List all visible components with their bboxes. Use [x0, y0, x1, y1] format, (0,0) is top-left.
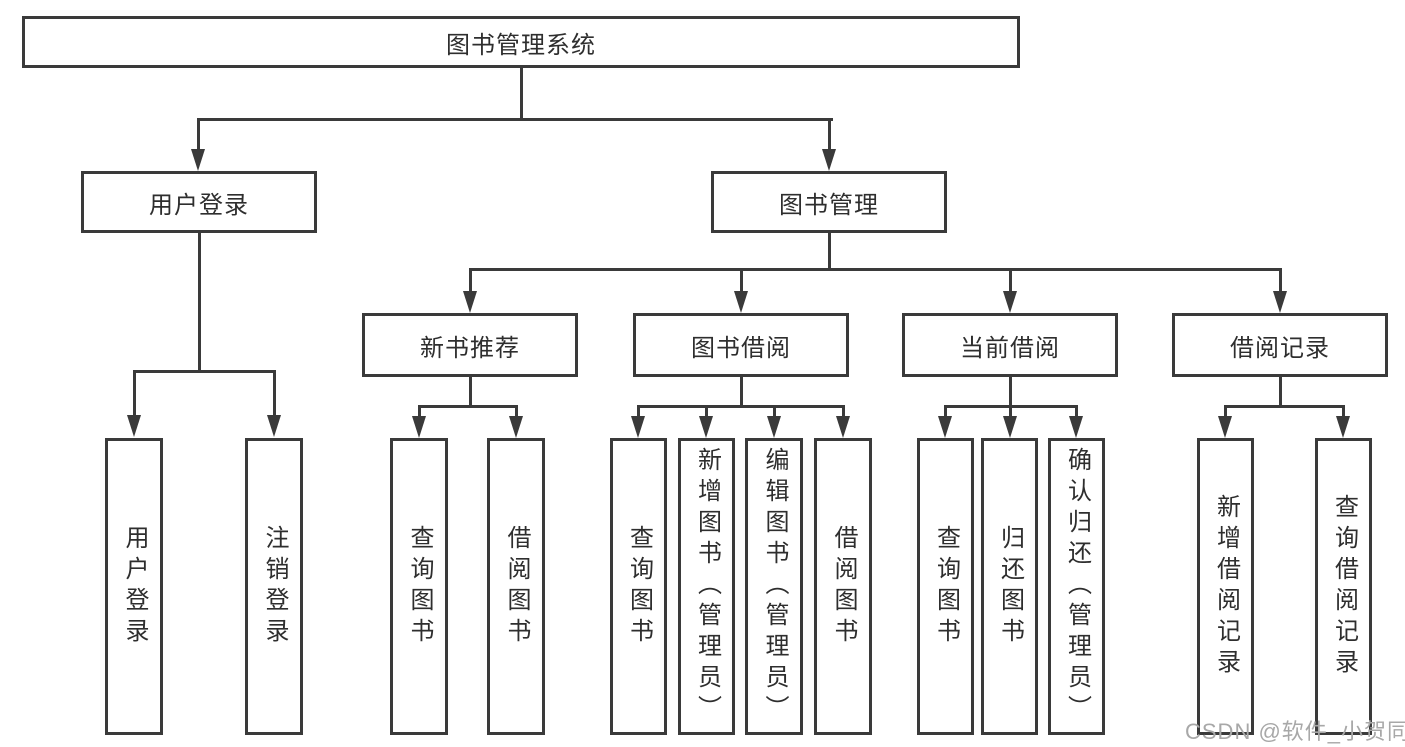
- leaf-borrow-add-label: 新增图书（管理员）: [693, 447, 721, 726]
- leaf-records-add: 新增借阅记录: [1197, 438, 1254, 735]
- connector-drop-borrow-query: [637, 405, 640, 419]
- leaf-current-confirm-label: 确认归还（管理员）: [1063, 447, 1091, 726]
- node-root: 图书管理系统: [22, 16, 1020, 68]
- node-borrow-records: 借阅记录: [1172, 313, 1388, 377]
- arrowhead-borrow-edit: [767, 416, 781, 438]
- leaf-newbooks-borrow: 借阅图书: [487, 438, 545, 735]
- connector-new-books-spread: [418, 405, 518, 408]
- leaf-borrow-edit-label: 编辑图书（管理员）: [761, 447, 788, 726]
- connector-user-login-stem: [198, 233, 201, 373]
- connector-current-borrow-stem: [1009, 377, 1012, 408]
- connector-user-login-spread: [133, 370, 275, 373]
- connector-drop-book-borrow: [740, 268, 743, 294]
- leaf-borrow-query-label: 查询图书: [625, 524, 653, 649]
- arrowhead-book-mgmt: [822, 149, 836, 171]
- arrowhead-borrow-records: [1273, 291, 1287, 313]
- leaf-current-return-label: 归还图书: [996, 524, 1024, 649]
- connector-borrow-records-spread: [1224, 405, 1344, 408]
- leaf-borrow-add: 新增图书（管理员）: [678, 438, 735, 735]
- leaf-records-query: 查询借阅记录: [1315, 438, 1372, 735]
- connector-root-spread: [197, 118, 833, 121]
- arrowhead-current-query: [938, 416, 952, 438]
- leaf-logout: 注销登录: [245, 438, 303, 735]
- node-book-borrow: 图书借阅: [633, 313, 849, 377]
- connector-book-borrow-spread: [637, 405, 844, 408]
- arrowhead-leaf-logout: [267, 415, 281, 437]
- connector-drop-current-return: [1009, 405, 1012, 419]
- arrowhead-current-borrow: [1003, 291, 1017, 313]
- arrowhead-leaf-user-login: [127, 415, 141, 437]
- connector-drop-borrow-add: [705, 405, 708, 419]
- connector-drop-new-books: [469, 268, 472, 294]
- leaf-user-login-label: 用户登录: [121, 524, 148, 649]
- csdn-watermark: CSDN @软件_小贺同学: [1185, 719, 1405, 744]
- connector-drop-book-mgmt: [828, 118, 831, 152]
- leaf-current-confirm: 确认归还（管理员）: [1048, 438, 1105, 735]
- node-root-label: 图书管理系统: [446, 31, 596, 59]
- connector-drop-records-add: [1224, 405, 1227, 419]
- connector-drop-user-login: [197, 118, 200, 152]
- node-book-borrow-label: 图书借阅: [691, 334, 791, 362]
- leaf-logout-label: 注销登录: [261, 524, 288, 649]
- connector-drop-newbooks-borrow: [515, 405, 518, 419]
- node-user-login: 用户登录: [81, 171, 317, 233]
- connector-drop-records-query: [1342, 405, 1345, 419]
- leaf-borrow-borrow-label: 借阅图书: [830, 524, 857, 649]
- connector-book-borrow-stem: [740, 377, 743, 408]
- connector-drop-borrow-records: [1279, 268, 1282, 294]
- node-book-mgmt-label: 图书管理: [779, 191, 879, 219]
- connector-drop-leaf-user-login: [133, 370, 136, 418]
- connector-drop-current-query: [944, 405, 947, 419]
- leaf-current-return: 归还图书: [981, 438, 1038, 735]
- leaf-records-query-label: 查询借阅记录: [1330, 493, 1358, 680]
- leaf-current-query-label: 查询图书: [932, 524, 960, 649]
- arrowhead-records-query: [1336, 416, 1350, 438]
- arrowhead-book-borrow: [734, 291, 748, 313]
- connector-drop-borrow-edit: [773, 405, 776, 419]
- node-new-books-label: 新书推荐: [420, 334, 520, 362]
- connector-drop-borrow-borrow: [842, 405, 845, 419]
- arrowhead-borrow-add: [699, 416, 713, 438]
- arrowhead-newbooks-query: [412, 416, 426, 438]
- node-current-borrow-label: 当前借阅: [960, 334, 1060, 362]
- leaf-user-login: 用户登录: [105, 438, 163, 735]
- leaf-borrow-edit: 编辑图书（管理员）: [745, 438, 803, 735]
- arrowhead-newbooks-borrow: [509, 416, 523, 438]
- connector-drop-newbooks-query: [418, 405, 421, 419]
- node-borrow-records-label: 借阅记录: [1230, 334, 1330, 362]
- arrowhead-current-return: [1003, 416, 1017, 438]
- leaf-newbooks-borrow-label: 借阅图书: [503, 524, 530, 649]
- node-new-books: 新书推荐: [362, 313, 578, 377]
- arrowhead-borrow-query: [631, 416, 645, 438]
- connector-book-mgmt-spread: [469, 268, 1281, 271]
- node-book-mgmt: 图书管理: [711, 171, 947, 233]
- leaf-current-query: 查询图书: [917, 438, 974, 735]
- arrowhead-new-books: [463, 291, 477, 313]
- arrowhead-borrow-borrow: [836, 416, 850, 438]
- node-current-borrow: 当前借阅: [902, 313, 1118, 377]
- connector-book-mgmt-stem: [828, 233, 831, 271]
- arrowhead-user-login: [191, 149, 205, 171]
- leaf-newbooks-query-label: 查询图书: [406, 524, 433, 649]
- connector-drop-current-borrow: [1009, 268, 1012, 294]
- leaf-newbooks-query: 查询图书: [390, 438, 448, 735]
- connector-drop-leaf-logout: [273, 370, 276, 418]
- connector-drop-current-confirm: [1075, 405, 1078, 419]
- connector-borrow-records-stem: [1279, 377, 1282, 408]
- leaf-borrow-borrow: 借阅图书: [814, 438, 872, 735]
- leaf-records-add-label: 新增借阅记录: [1212, 493, 1240, 680]
- connector-new-books-stem: [469, 377, 472, 408]
- connector-root-stem: [520, 68, 523, 121]
- arrowhead-records-add: [1218, 416, 1232, 438]
- leaf-borrow-query: 查询图书: [610, 438, 667, 735]
- arrowhead-current-confirm: [1069, 416, 1083, 438]
- node-user-login-label: 用户登录: [149, 191, 249, 219]
